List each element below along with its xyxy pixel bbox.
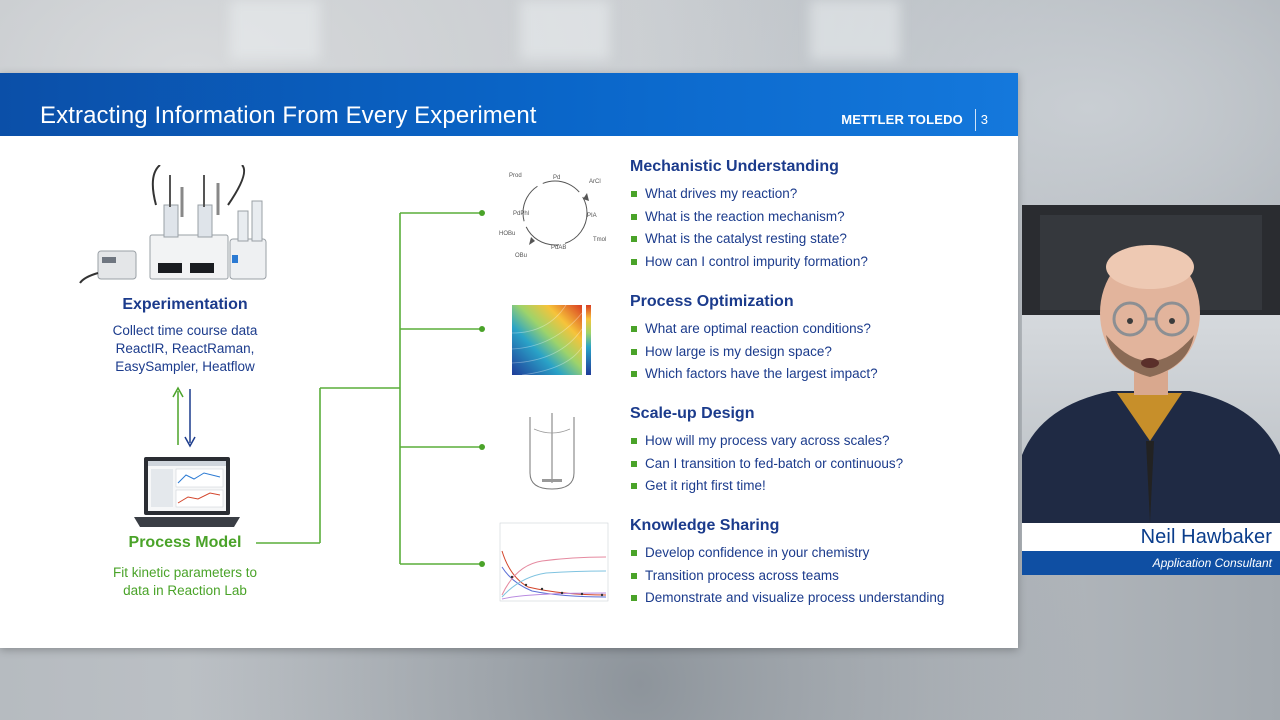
presentation-slide: Extracting Information From Every Experi… — [0, 73, 1018, 648]
section-process-optimization: Process Optimization What are optimal re… — [630, 293, 1015, 386]
section-bullet: Can I transition to fed-batch or continu… — [630, 453, 1015, 476]
experimentation-line: Collect time course data — [112, 323, 258, 338]
section-bullet: Develop confidence in your chemistry — [630, 542, 1015, 565]
cycle-label: Tmol — [593, 237, 606, 243]
brand-logo: METTLER TOLEDO — [841, 112, 963, 127]
section-bullet: Get it right first time! — [630, 475, 1015, 498]
cycle-label: ArCl — [589, 179, 601, 185]
section-scale-up-design: Scale-up Design How will my process vary… — [630, 405, 1015, 498]
slide-header: Extracting Information From Every Experi… — [0, 73, 1018, 136]
kinetic-profile-chart — [499, 522, 609, 602]
experimentation-line: ReactIR, ReactRaman, — [115, 341, 255, 356]
section-title: Mechanistic Understanding — [630, 158, 839, 175]
presenter-webcam — [1022, 205, 1280, 523]
section-bullet: Which factors have the largest impact? — [630, 363, 1015, 386]
brand-divider — [975, 109, 976, 131]
cycle-label: Pd — [553, 175, 560, 181]
catalytic-cycle-diagram: Prod Pd ArCl PdPhl PIA HOBu Tmol PdAB OB… — [499, 173, 606, 259]
experimentation-line: EasySampler, Heatflow — [115, 359, 255, 374]
section-bullet: What is the catalyst resting state? — [630, 228, 1015, 251]
presenter-role: Application Consultant — [1152, 556, 1272, 570]
cycle-label: PdAB — [551, 245, 566, 251]
section-knowledge-sharing: Knowledge Sharing Develop confidence in … — [630, 517, 1015, 610]
section-mechanistic-understanding: Mechanistic Understanding What drives my… — [630, 158, 1015, 273]
process-model-line: data in Reaction Lab — [123, 583, 247, 598]
process-model-line: Fit kinetic parameters to — [112, 565, 258, 580]
background-window — [810, 0, 900, 60]
laptop-icon — [134, 457, 240, 527]
section-title: Process Optimization — [630, 293, 794, 310]
presenter-name-plate: Neil Hawbaker — [1022, 523, 1280, 551]
page-number: 3 — [980, 112, 988, 127]
section-title: Scale-up Design — [630, 405, 755, 422]
section-bullet: How will my process vary across scales? — [630, 430, 1015, 453]
process-model-description: Fit kinetic parameters to data in Reacti… — [85, 564, 285, 600]
experimentation-title: Experimentation — [122, 296, 248, 313]
process-model-title: Process Model — [128, 534, 242, 551]
section-bullet: What drives my reaction? — [630, 183, 1015, 206]
section-bullet: Demonstrate and visualize process unders… — [630, 587, 1015, 610]
reactor-vessel-diagram — [529, 413, 575, 490]
cycle-label: PdPhl — [513, 211, 529, 217]
experimentation-description: Collect time course data ReactIR, ReactR… — [85, 322, 285, 376]
contour-heatmap-image — [511, 304, 591, 376]
presenter-name: Neil Hawbaker — [1140, 526, 1272, 548]
reactor-equipment-image — [79, 165, 267, 284]
section-title: Knowledge Sharing — [630, 517, 780, 534]
cycle-label: OBu — [515, 253, 527, 259]
section-bullet: What is the reaction mechanism? — [630, 206, 1015, 229]
cycle-label: Prod — [509, 173, 522, 179]
section-bullet: How can I control impurity formation? — [630, 251, 1015, 274]
section-bullet: How large is my design space? — [630, 341, 1015, 364]
slide-title: Extracting Information From Every Experi… — [40, 102, 537, 129]
background-window — [520, 0, 610, 60]
bidirectional-arrows-icon — [172, 386, 196, 448]
background-window — [230, 0, 320, 60]
section-bullet: What are optimal reaction conditions? — [630, 318, 1015, 341]
presenter-video-feed — [1022, 245, 1280, 523]
cycle-label: HOBu — [499, 231, 515, 237]
section-bullet: Transition process across teams — [630, 565, 1015, 588]
presenter-role-plate: Application Consultant — [1022, 551, 1280, 575]
cycle-label: PIA — [587, 213, 597, 219]
